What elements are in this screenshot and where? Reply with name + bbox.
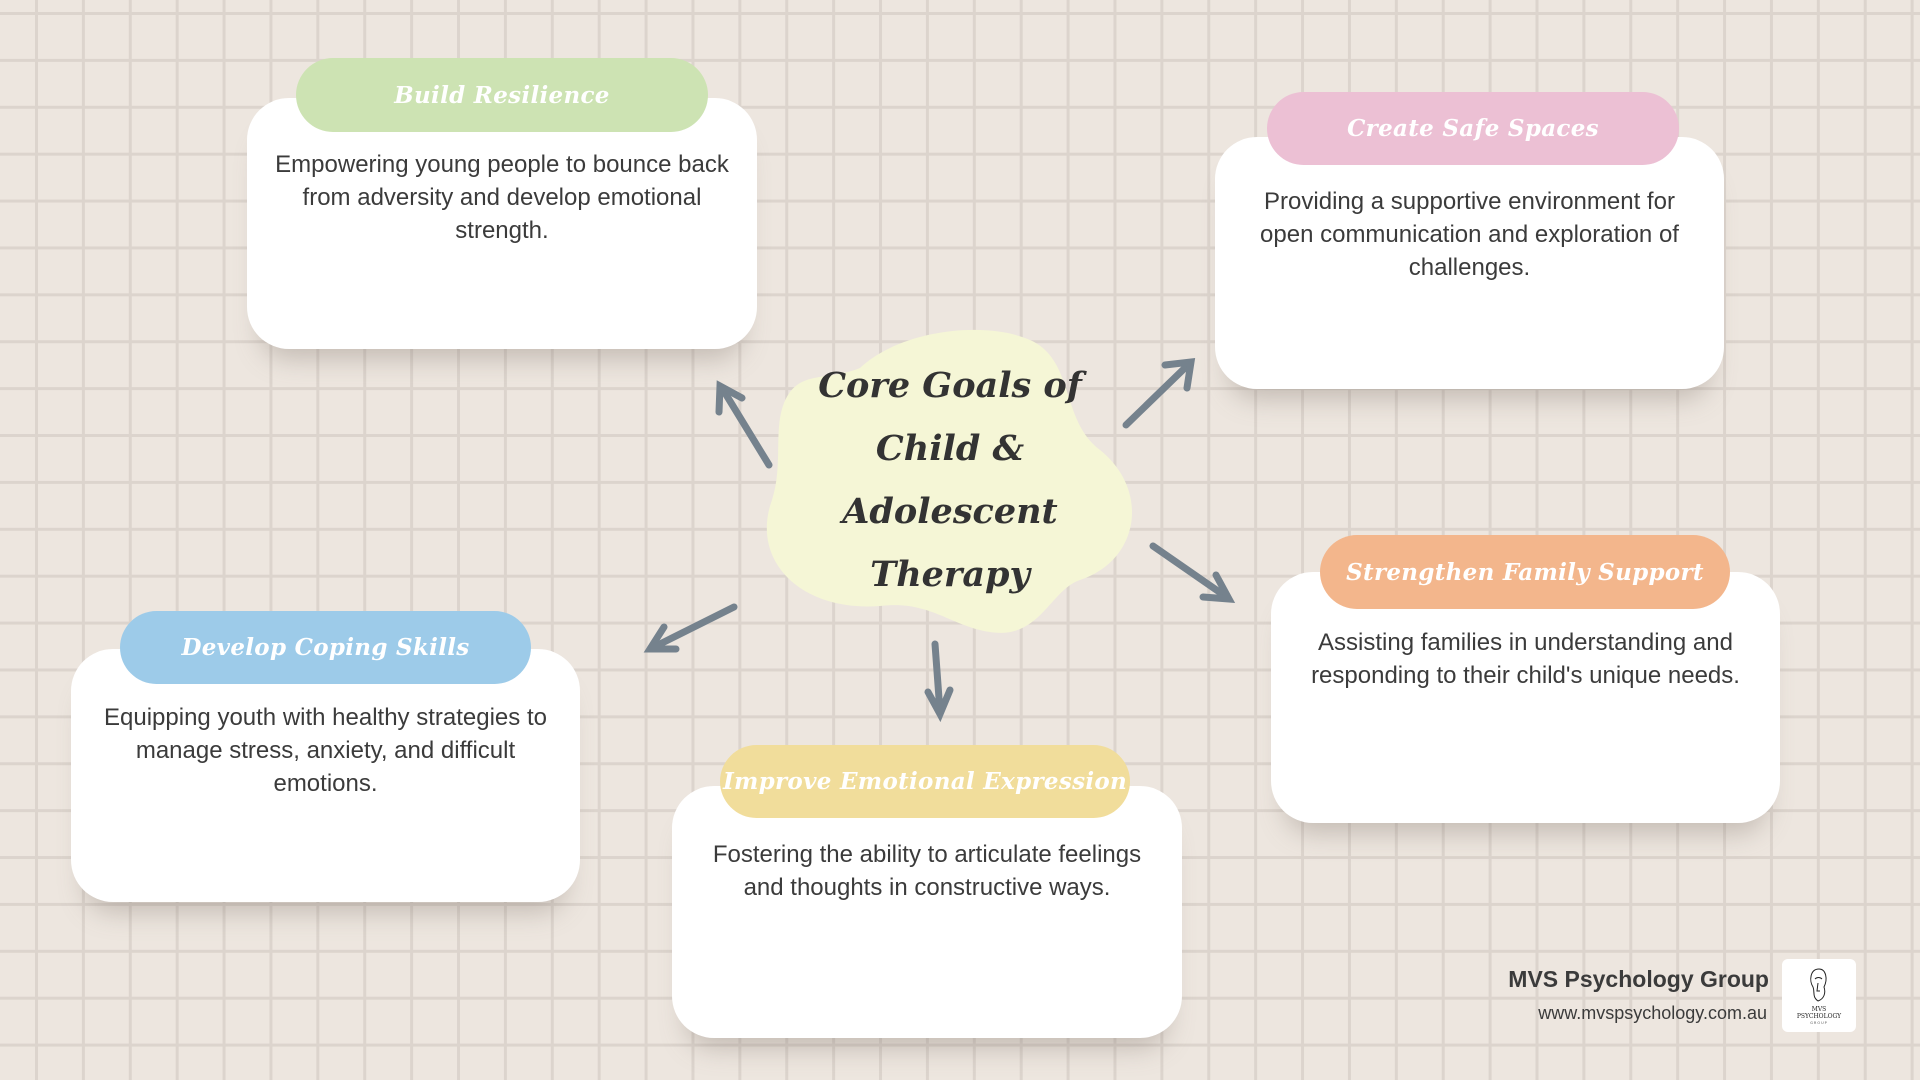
goal-title-improve-emotional-expression: Improve Emotional Expression: [720, 745, 1130, 818]
goal-card-strengthen-family-support: Assisting families in understanding and …: [1271, 572, 1780, 823]
goal-card-develop-coping-skills: Equipping youth with healthy strategies …: [71, 649, 580, 902]
svg-text:MVS: MVS: [1812, 1006, 1827, 1013]
svg-text:GROUP: GROUP: [1810, 1021, 1828, 1025]
arrow-to-build-resilience: [718, 384, 773, 469]
arrowhead-icon: [924, 686, 954, 723]
goal-description: Assisting families in understanding and …: [1311, 629, 1740, 689]
arrowhead-icon: [643, 623, 680, 653]
arrow-to-develop-coping: [648, 603, 738, 652]
goal-description: Providing a supportive environment for o…: [1260, 188, 1679, 281]
company-logo: MVS PSYCHOLOGY GROUP: [1782, 959, 1856, 1032]
arrow-to-improve-expression: [931, 640, 944, 716]
goal-title-create-safe-spaces: Create Safe Spaces: [1267, 92, 1679, 165]
arrowhead-icon: [1161, 357, 1196, 392]
goal-title-strengthen-family-support: Strengthen Family Support: [1320, 535, 1730, 609]
footer-website-link[interactable]: www.mvspsychology.com.au: [1538, 1003, 1767, 1023]
goal-card-create-safe-spaces: Providing a supportive environment for o…: [1215, 137, 1724, 389]
arrowhead-icon: [715, 380, 746, 416]
face-line-art-icon: MVS PSYCHOLOGY GROUP: [1797, 968, 1842, 1025]
goal-title-build-resilience: Build Resilience: [296, 58, 708, 132]
goal-title-develop-coping-skills: Develop Coping Skills: [120, 611, 531, 684]
arrow-to-create-safe-spaces: [1122, 359, 1194, 429]
footer-company-name: MVS Psychology Group: [1508, 966, 1769, 992]
goal-description: Equipping youth with healthy strategies …: [104, 704, 547, 797]
goal-description: Fostering the ability to articulate feel…: [712, 841, 1142, 901]
center-blob: [766, 329, 1133, 633]
goal-card-improve-emotional-expression: Fostering the ability to articulate feel…: [672, 786, 1182, 1038]
arrowhead-icon: [1199, 571, 1236, 603]
goal-description: Empowering young people to bounce back f…: [275, 151, 729, 244]
svg-text:PSYCHOLOGY: PSYCHOLOGY: [1797, 1013, 1842, 1020]
arrow-to-strengthen-family: [1149, 542, 1232, 602]
page-title: Core Goals of Child & Adolescent Therapy: [818, 365, 1082, 595]
goal-card-build-resilience: Empowering young people to bounce back f…: [247, 98, 757, 349]
